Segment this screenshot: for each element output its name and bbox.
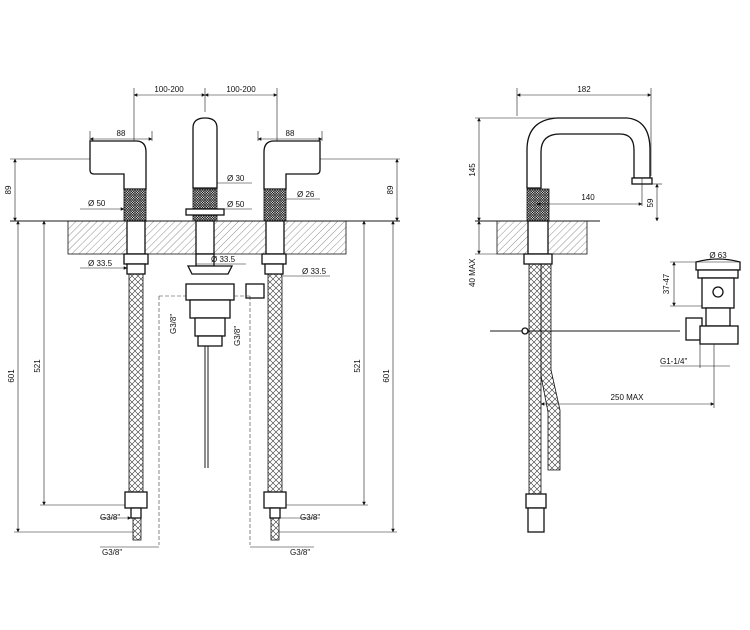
right-hose	[261, 253, 287, 541]
dim-outlet-height: 59	[646, 198, 655, 207]
dim-waste-height: 37-47	[662, 273, 671, 294]
left-hose	[123, 253, 149, 541]
dim-waste-thread: G1-1/4"	[660, 357, 687, 366]
left-handle	[89, 140, 147, 255]
dim-deck-max: 40 MAX	[468, 258, 477, 287]
dim-height-left: 89	[4, 185, 13, 194]
dim-drain-thread-right: G3/8"	[233, 326, 242, 346]
dim-handle-width-right: 88	[286, 129, 295, 138]
dim-handle-base-diam: Ø 50	[88, 199, 106, 208]
dim-nut-center: Ø 33.5	[211, 255, 236, 264]
dim-total-length-right: 601	[382, 369, 391, 383]
dim-nut-right: Ø 33.5	[302, 267, 327, 276]
dim-spout-base-diam: Ø 50	[227, 200, 245, 209]
dim-spout-projection: 140	[581, 193, 595, 202]
side-view: 182 145 140 59 40 MAX Ø 63 37-47 G1-1/4"…	[468, 85, 741, 533]
side-waste	[685, 258, 741, 345]
center-spout	[185, 117, 225, 255]
thread-lower-left: G3/8"	[102, 548, 122, 557]
thread-lower-right: G3/8"	[290, 548, 310, 557]
dim-height: 145	[468, 163, 477, 177]
front-view: 100-200 100-200 88 88 89 89 Ø 50 Ø 30 Ø …	[4, 85, 400, 557]
thread-upper-left: G3/8"	[100, 513, 120, 522]
side-hoses	[490, 263, 680, 533]
dim-reach: 182	[577, 85, 591, 94]
dim-height-right: 89	[386, 185, 395, 194]
right-handle	[263, 140, 321, 255]
dim-spacing-right: 100-200	[226, 85, 256, 94]
dim-drain-thread-left: G3/8"	[169, 314, 178, 334]
dim-spout-diam: Ø 30	[227, 174, 245, 183]
dim-hose-length-right: 521	[353, 359, 362, 373]
dim-hose-length-left: 521	[33, 359, 42, 373]
dim-spacing-left: 100-200	[154, 85, 184, 94]
dim-waste-diam: Ø 63	[709, 251, 727, 260]
dim-handle-width-left: 88	[117, 129, 126, 138]
center-drain	[185, 253, 265, 468]
dim-rod-length: 250 MAX	[611, 393, 645, 402]
thread-upper-right: G3/8"	[300, 513, 320, 522]
side-spout	[523, 117, 653, 265]
dim-handle-base-diam-right: Ø 26	[297, 190, 315, 199]
dim-total-length-left: 601	[7, 369, 16, 383]
dim-nut-left: Ø 33.5	[88, 259, 113, 268]
